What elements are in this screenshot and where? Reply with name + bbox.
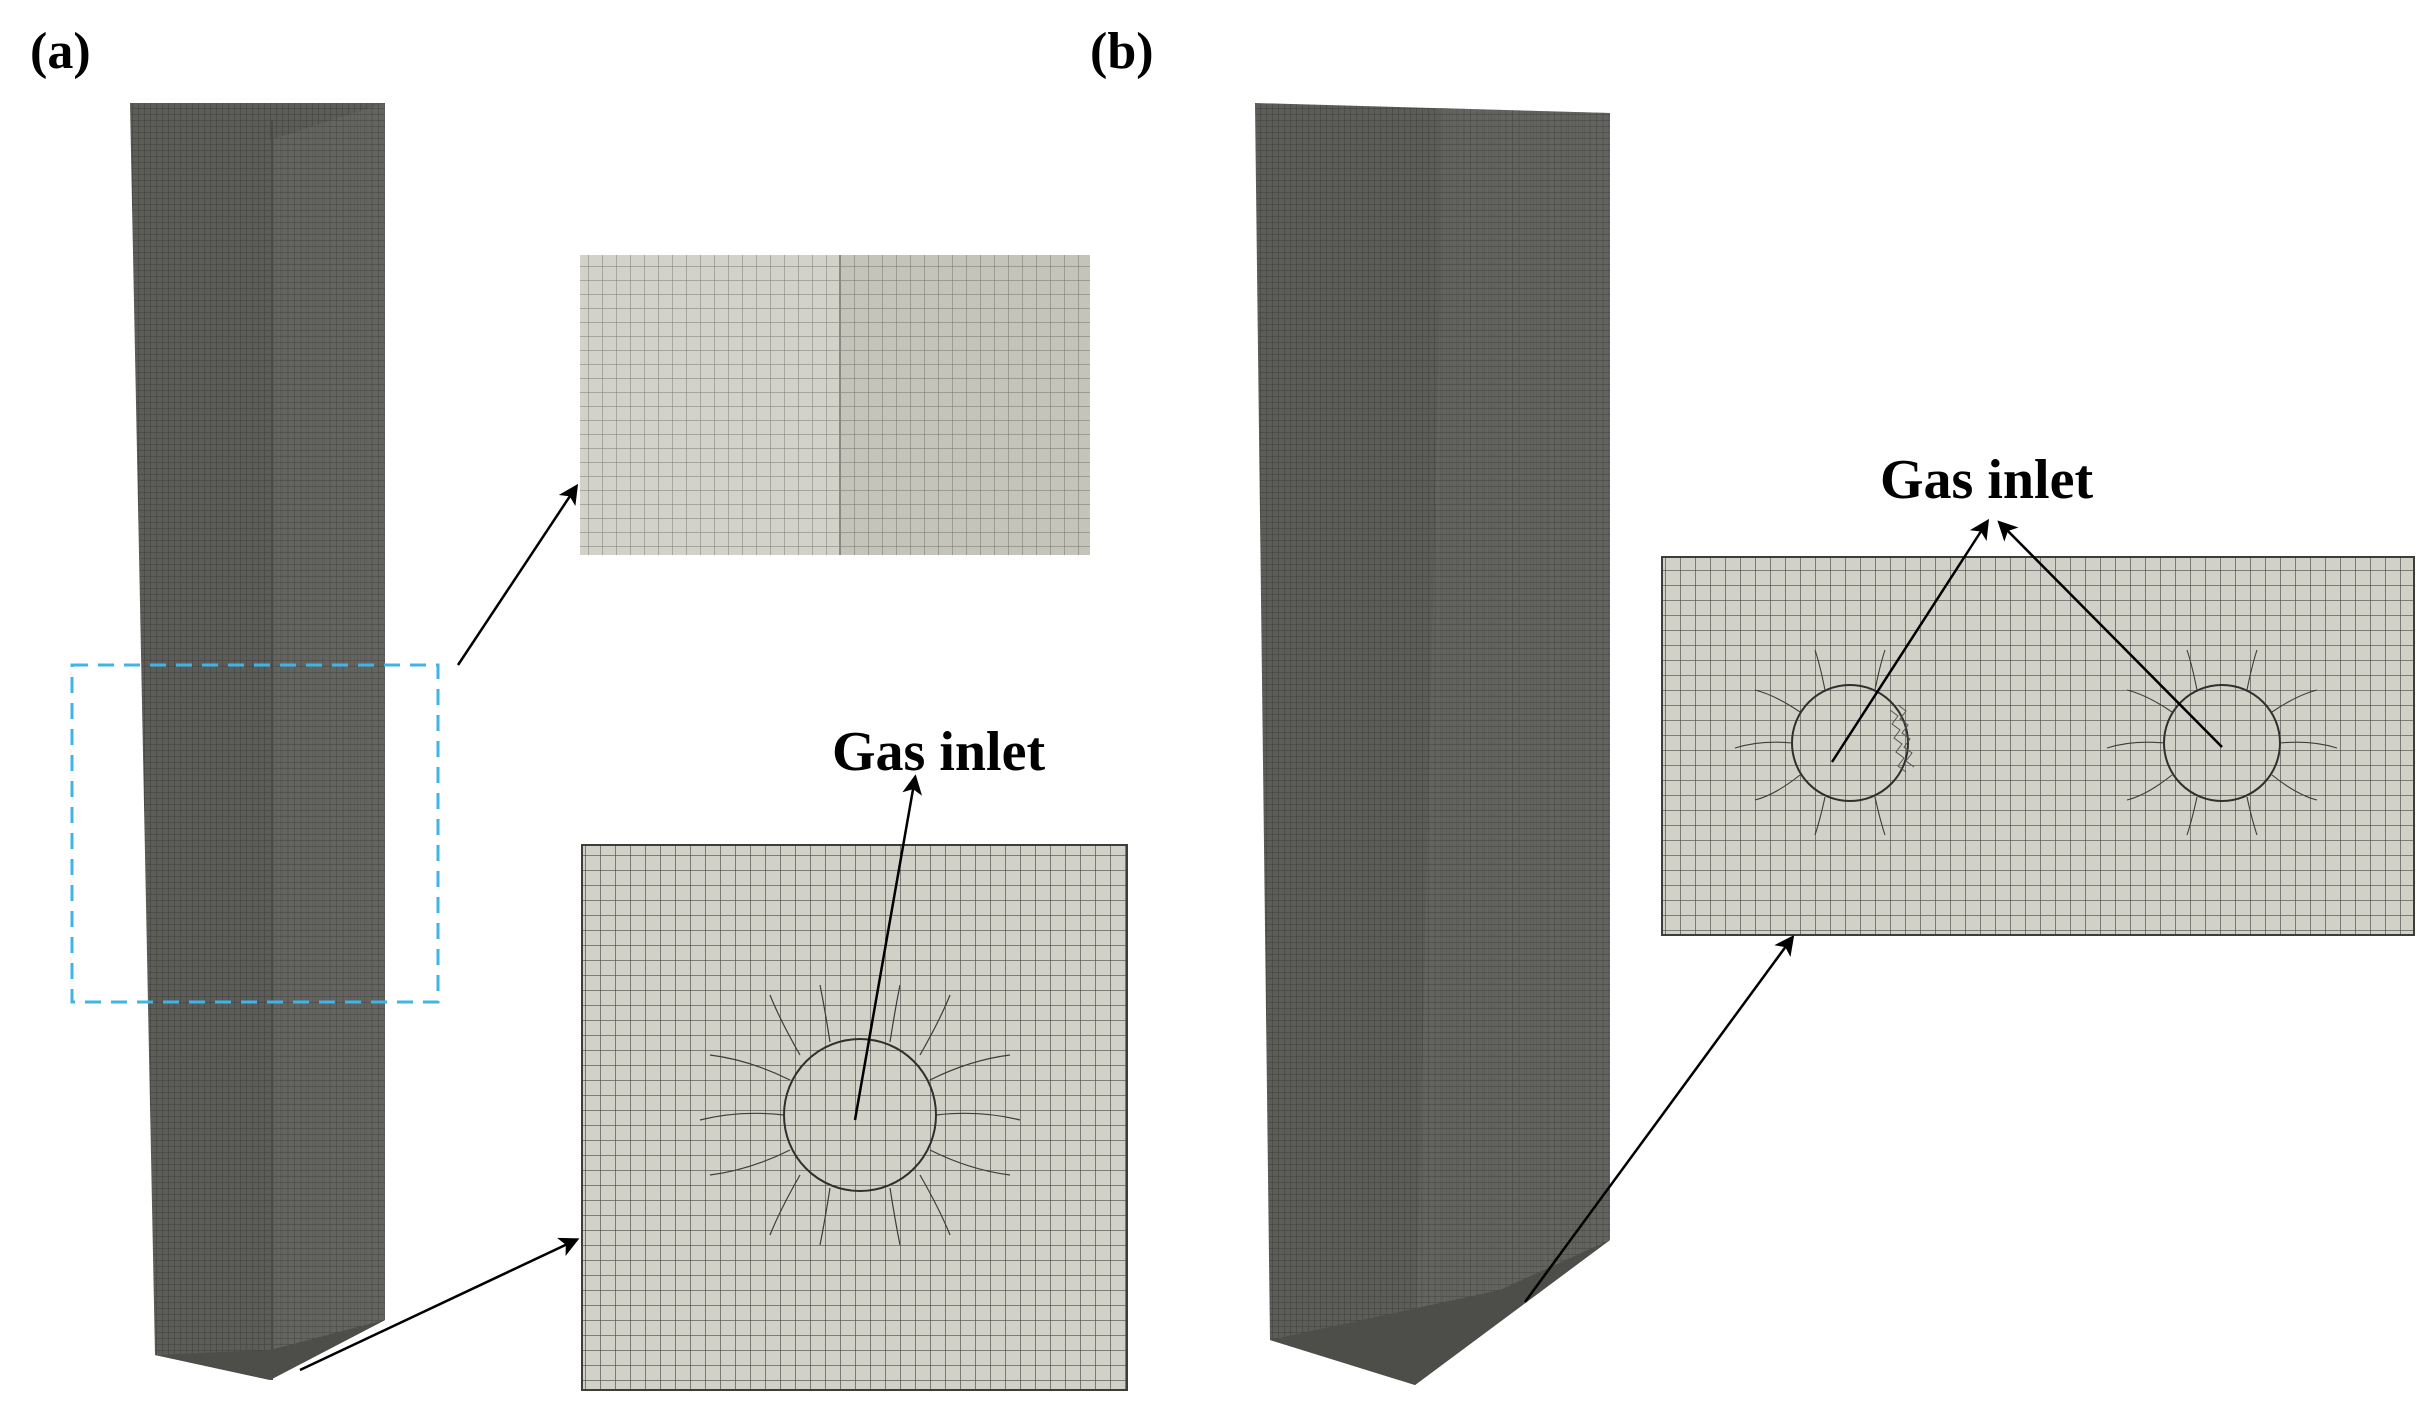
panel-a-label: (a)	[30, 23, 91, 80]
arrow-gas-inlet-b-right	[1997, 520, 2223, 748]
panel-b-label: (b)	[1090, 23, 1154, 80]
gas-inlet-label-a: Gas inlet	[832, 721, 1045, 783]
corner-mesh-inset	[580, 255, 1090, 555]
arrow-base-to-face-a	[299, 1237, 580, 1372]
panel-b-column-mesh	[1255, 103, 1610, 1385]
gas-inlet-label-b: Gas inlet	[1880, 449, 2093, 511]
arrow-gas-inlet-a	[853, 774, 923, 1121]
panel-b-bottom-face-inset	[1661, 556, 2415, 936]
panel-a-bottom-face-inset	[581, 844, 1128, 1391]
arrow-zoom-to-corner	[456, 483, 579, 666]
zoom-region-box	[70, 663, 440, 1004]
arrow-base-to-face-b	[1523, 934, 1795, 1303]
panel-a-column-mesh	[130, 103, 385, 1380]
arrow-gas-inlet-b-left	[1830, 518, 1990, 763]
